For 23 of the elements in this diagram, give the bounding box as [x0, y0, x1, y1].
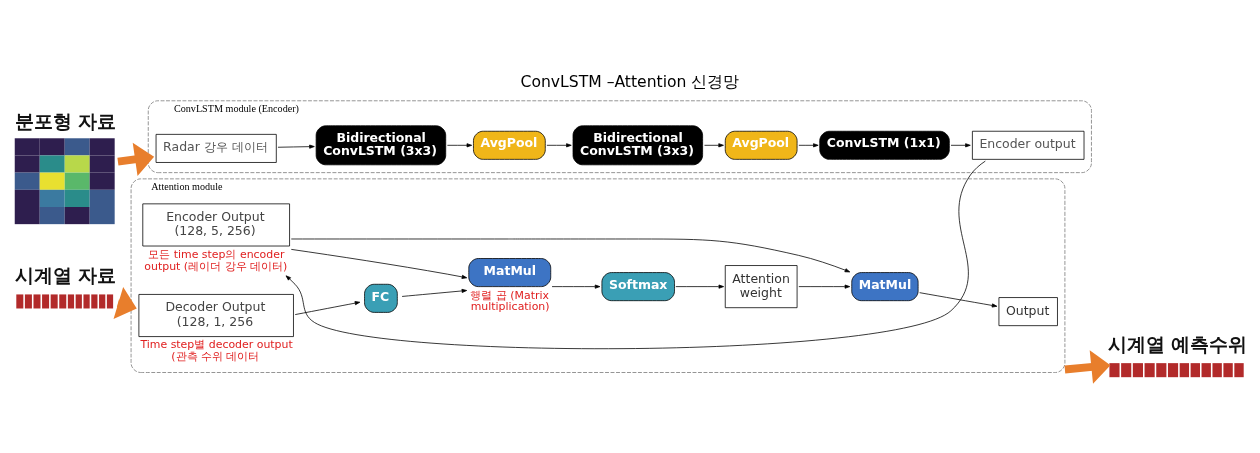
- arrow: [290, 249, 468, 279]
- node-label: 시계열 예측수위: [1107, 333, 1248, 355]
- arrow: [675, 284, 724, 289]
- arrow: [950, 143, 971, 148]
- arrow: [294, 301, 361, 315]
- arrow: [919, 292, 998, 308]
- arrow: [117, 142, 155, 177]
- node-label: 모든 time step의 encoder output (레이더 강우 데이터): [144, 247, 288, 273]
- arrow: [285, 160, 986, 349]
- arrow: [798, 143, 819, 148]
- node-label: 시계열 자료: [14, 265, 117, 287]
- diagram-title: ConvLSTM –Attention 신경망: [520, 72, 740, 91]
- arrow: [798, 284, 851, 289]
- arrow: [290, 238, 851, 273]
- node-label: 분포형 자료: [14, 110, 117, 132]
- arrow: [704, 143, 724, 148]
- arrow: [447, 143, 473, 148]
- node-label: 행렬 곱 (Matrix multiplication): [470, 288, 550, 314]
- arrow: [546, 143, 572, 148]
- arrow: [551, 284, 601, 289]
- node-label: Time step별 decoder output (관측 수위 데이터: [140, 338, 293, 364]
- arrow: [401, 288, 468, 297]
- arrow: [277, 144, 315, 149]
